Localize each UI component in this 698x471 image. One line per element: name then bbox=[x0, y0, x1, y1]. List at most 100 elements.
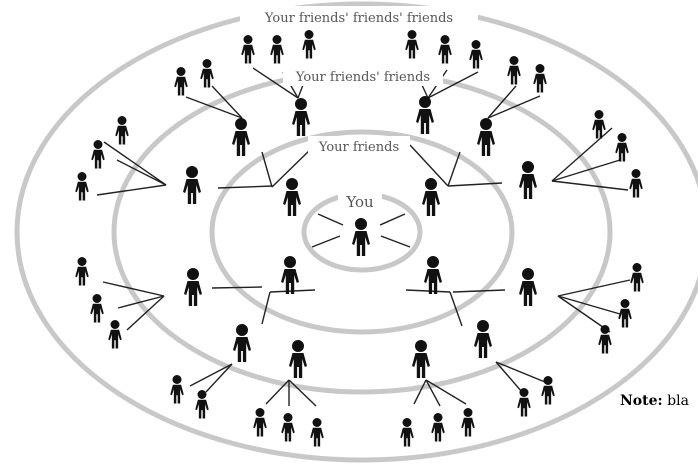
person-fff-12 bbox=[91, 140, 105, 169]
person-fff-27 bbox=[253, 408, 267, 437]
ring-1 bbox=[209, 129, 515, 335]
connection-line bbox=[261, 291, 271, 325]
person-ff-3 bbox=[416, 96, 434, 134]
connection-line bbox=[116, 159, 167, 186]
connection-line bbox=[447, 182, 503, 187]
person-fff-3 bbox=[302, 30, 316, 59]
person-fff-28 bbox=[281, 413, 295, 442]
label-bg-ring1 bbox=[308, 136, 410, 156]
connection-line bbox=[452, 289, 506, 293]
connection-line bbox=[117, 295, 165, 309]
connection-line bbox=[551, 180, 629, 191]
connection-line bbox=[211, 85, 243, 119]
connection-line bbox=[487, 85, 517, 119]
connection-line bbox=[185, 96, 243, 119]
connection-line bbox=[96, 184, 167, 196]
connection-line bbox=[311, 235, 341, 248]
connection-line bbox=[252, 67, 299, 99]
connection-line bbox=[557, 279, 631, 297]
person-fff-21 bbox=[618, 299, 632, 328]
connection-line bbox=[409, 144, 449, 187]
person-fff-18 bbox=[90, 294, 104, 323]
person-fff-11 bbox=[115, 116, 129, 145]
connection-line bbox=[557, 295, 621, 315]
person-fff-14 bbox=[592, 110, 606, 139]
person-ff-5 bbox=[183, 166, 201, 204]
footnote: Note: bla bbox=[620, 393, 689, 409]
connection-line bbox=[261, 151, 273, 188]
person-fff-10 bbox=[533, 64, 547, 93]
connection-line bbox=[495, 361, 523, 393]
person-friend-lr bbox=[424, 256, 442, 294]
person-ff-9 bbox=[233, 324, 251, 362]
person-ff-6 bbox=[519, 161, 537, 199]
label-ring1: Your friends bbox=[318, 140, 399, 155]
person-fff-24 bbox=[195, 390, 209, 419]
connection-line bbox=[317, 213, 344, 226]
person-fff-30 bbox=[400, 418, 414, 447]
connection-line bbox=[379, 213, 406, 226]
label-ring3: Your friends' friends' friends bbox=[264, 11, 453, 26]
people-figures bbox=[75, 30, 644, 447]
person-fff-16 bbox=[629, 169, 643, 198]
person-ff-7 bbox=[184, 268, 202, 306]
person-ff-1 bbox=[232, 118, 250, 156]
person-fff-8 bbox=[200, 59, 214, 88]
connection-line bbox=[557, 295, 611, 333]
connection-line bbox=[189, 363, 233, 387]
connection-line bbox=[265, 379, 290, 405]
connection-line bbox=[413, 379, 427, 405]
label-ring2: Your friends' friends bbox=[295, 70, 430, 85]
connection-line bbox=[288, 379, 317, 407]
person-fff-17 bbox=[75, 257, 89, 286]
connection-line bbox=[102, 281, 165, 297]
ring-labels: Your friends' friends' friends Your frie… bbox=[240, 6, 478, 212]
person-fff-20 bbox=[630, 263, 644, 292]
person-ff-2 bbox=[292, 98, 310, 136]
connection-line bbox=[425, 379, 467, 405]
person-ff-8 bbox=[519, 268, 537, 306]
person-fff-25 bbox=[517, 388, 531, 417]
connection-line bbox=[487, 95, 541, 119]
connection-line bbox=[495, 361, 546, 383]
person-fff-9 bbox=[507, 56, 521, 85]
person-friend-ll bbox=[281, 256, 299, 294]
connection-line bbox=[427, 71, 479, 99]
ring-outer bbox=[14, 1, 698, 463]
person-fff-19 bbox=[108, 320, 122, 349]
person-ff-11 bbox=[412, 340, 430, 378]
person-fff-29 bbox=[310, 418, 324, 447]
person-fff-4 bbox=[405, 30, 419, 59]
person-fff-6 bbox=[469, 40, 483, 69]
person-fff-31 bbox=[431, 413, 445, 442]
connection-line bbox=[126, 295, 165, 331]
connection-line bbox=[551, 159, 621, 182]
person-fff-7 bbox=[174, 67, 188, 96]
person-fff-5 bbox=[438, 35, 452, 64]
label-bg-center bbox=[338, 190, 382, 212]
person-ff-12 bbox=[474, 320, 492, 358]
connection-line bbox=[271, 144, 316, 188]
connection-line bbox=[449, 291, 463, 327]
note-text: bla bbox=[667, 393, 689, 409]
person-fff-2 bbox=[270, 35, 284, 64]
person-friend-ul bbox=[283, 178, 301, 216]
label-bg-ring3 bbox=[240, 6, 478, 28]
connection-line bbox=[103, 141, 167, 186]
person-fff-22 bbox=[598, 325, 612, 354]
connection-line bbox=[211, 286, 263, 289]
connection-line bbox=[205, 363, 233, 393]
connection-line bbox=[380, 235, 411, 248]
note-prefix: Note: bbox=[620, 393, 663, 409]
person-you bbox=[352, 218, 370, 256]
person-fff-13 bbox=[75, 172, 89, 201]
connection-line bbox=[447, 151, 461, 187]
connection-line bbox=[217, 185, 274, 189]
person-ff-10 bbox=[289, 340, 307, 378]
person-fff-15 bbox=[615, 133, 629, 162]
person-ff-4 bbox=[477, 118, 495, 156]
label-bg-ring2 bbox=[283, 66, 443, 86]
label-center: You bbox=[345, 193, 374, 211]
person-fff-1 bbox=[241, 35, 255, 64]
